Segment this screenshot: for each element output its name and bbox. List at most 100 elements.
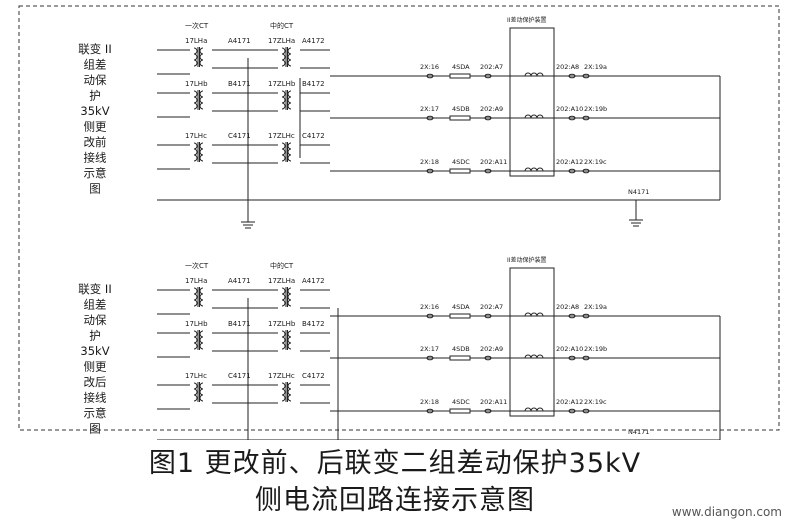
device-box — [509, 267, 555, 417]
wire2-label: C4172 — [302, 372, 325, 380]
test-block — [449, 73, 471, 79]
terminal-19-label: 2X:19a — [584, 303, 607, 311]
side-label-line: 35kV — [80, 344, 109, 358]
wire2-label: B4172 — [302, 320, 325, 328]
ct-coil-secondary — [287, 330, 292, 350]
ct2-label: 17ZLHa — [268, 277, 295, 285]
side-label-line: 接线 — [84, 151, 107, 165]
terminal-sd-label: 4SDC — [452, 398, 470, 406]
terminal-202-out — [568, 168, 576, 174]
test-block — [449, 115, 471, 121]
terminal-202-in-label: 202:A7 — [480, 303, 503, 311]
ct-coil-primary — [281, 47, 286, 67]
relay-coil — [524, 114, 544, 119]
terminal-202-out — [568, 73, 576, 79]
figure-caption-line1: 图1 更改前、后联变二组差动保护35kV — [148, 448, 642, 479]
terminal-19 — [582, 313, 590, 319]
device-label: II差动保护装置 — [507, 256, 547, 264]
terminal-2x-label: 2X:17 — [420, 345, 439, 353]
ct-coil-secondary — [199, 47, 204, 67]
ct-coil-primary — [193, 142, 198, 162]
terminal-sd-label: 4SDA — [452, 303, 470, 311]
dashed-border — [18, 5, 780, 431]
ct2-transformer — [281, 382, 292, 402]
terminal-sd-label: 4SDB — [452, 345, 470, 353]
terminal-202-in-label: 202:A11 — [480, 158, 507, 166]
terminal-19 — [582, 168, 590, 174]
ct-coil-primary — [281, 142, 286, 162]
device-box — [509, 27, 555, 177]
wire1-label: C4171 — [228, 372, 251, 380]
test-block — [449, 355, 471, 361]
ct-coil-primary — [281, 382, 286, 402]
ct2-transformer — [281, 142, 292, 162]
test-block — [449, 168, 471, 174]
figure-caption-line2: 侧电流回路连接示意图 — [255, 485, 535, 516]
wire1-label: B4171 — [228, 320, 251, 328]
terminal-202-out — [568, 115, 576, 121]
terminal-19 — [582, 115, 590, 121]
ct-coil-secondary — [199, 90, 204, 110]
ct-coil-primary — [193, 47, 198, 67]
ct-coil-primary — [281, 90, 286, 110]
terminal-2x — [426, 73, 434, 79]
terminal-202-in-label: 202:A7 — [480, 63, 503, 71]
side-label-line: 改后 — [84, 375, 107, 389]
side-label-line: 改前 — [84, 135, 107, 149]
terminal-202-in — [484, 313, 492, 319]
ct1-transformer — [193, 142, 204, 162]
terminal-202-out — [568, 313, 576, 319]
ct-coil-secondary — [199, 382, 204, 402]
wire2-label: B4172 — [302, 80, 325, 88]
ct2-label: 17ZLHc — [268, 132, 295, 140]
protection-device: II差动保护装置 — [507, 256, 555, 417]
ct2-transformer — [281, 330, 292, 350]
terminal-2x-label: 2X:17 — [420, 105, 439, 113]
ct2-label: 17ZLHb — [268, 80, 296, 88]
watermark: www.diangon.com — [671, 505, 782, 519]
side-label-line: 动保 — [84, 73, 107, 87]
ct1-label: 17LHb — [185, 80, 208, 88]
terminal-202-in — [484, 168, 492, 174]
ct1-label: 17LHc — [185, 372, 207, 380]
terminal-19-label: 2X:19b — [584, 345, 607, 353]
terminal-2x-label: 2X:18 — [420, 158, 439, 166]
wire2-label: C4172 — [302, 132, 325, 140]
terminal-2x-label: 2X:16 — [420, 303, 439, 311]
terminal-2x-label: 2X:18 — [420, 398, 439, 406]
ct1-label: 17LHb — [185, 320, 208, 328]
terminal-19-label: 2X:19c — [584, 398, 607, 406]
relay-coil — [524, 72, 544, 77]
test-block — [449, 313, 471, 319]
ct-coil-primary — [193, 330, 198, 350]
side-label-line: 侧更 — [84, 360, 107, 374]
terminal-2x — [426, 408, 434, 414]
relay-coil — [524, 354, 544, 359]
relay-coil — [524, 312, 544, 317]
test-block — [449, 408, 471, 414]
neutral-label: N4171 — [628, 188, 649, 196]
side-label-line: 护 — [89, 329, 101, 343]
side-label-line: 侧更 — [84, 120, 107, 134]
side-label-line: 联变 II — [78, 282, 111, 296]
side-label-line: 组差 — [84, 58, 107, 72]
ct-coil-secondary — [287, 287, 292, 307]
wire2-label: A4172 — [302, 37, 325, 45]
wire2-label: A4172 — [302, 277, 325, 285]
terminal-202-in-label: 202:A9 — [480, 105, 503, 113]
ct-coil-secondary — [287, 142, 292, 162]
side-label-line: 接线 — [84, 391, 107, 405]
terminal-202-out — [568, 408, 576, 414]
ct1-transformer — [193, 382, 204, 402]
terminal-202-in — [484, 73, 492, 79]
ct1-transformer — [193, 90, 204, 110]
terminal-202-out-label: 202:A12 — [556, 158, 583, 166]
